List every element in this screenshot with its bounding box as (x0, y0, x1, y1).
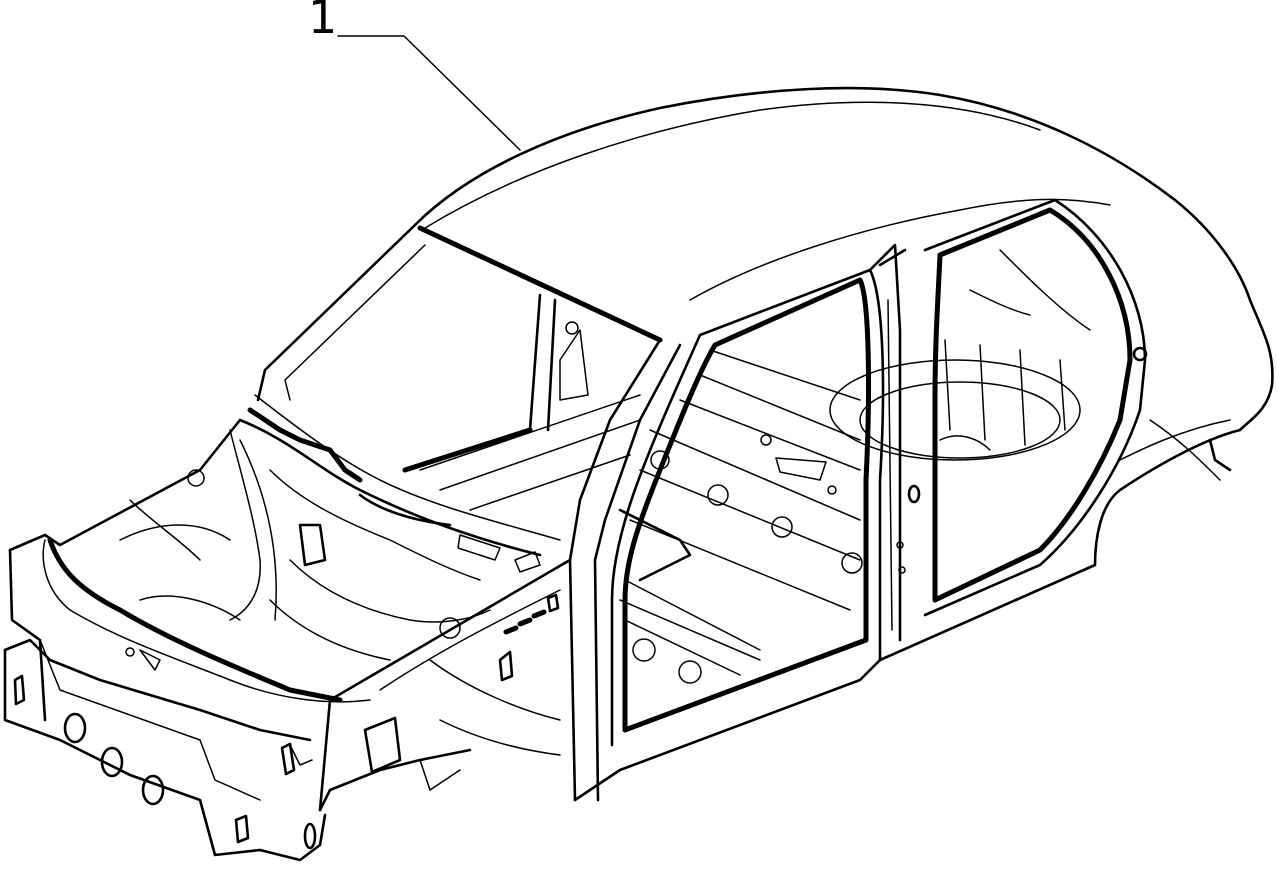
cowl-panel (238, 394, 561, 581)
front-door-opening (610, 268, 885, 747)
engine-bay (119, 429, 491, 661)
rear-door-opening (923, 198, 1147, 617)
roof-outline (413, 86, 1274, 432)
front-structure (3, 418, 371, 857)
windshield-frame (256, 223, 663, 473)
a-pillar (318, 338, 682, 812)
b-pillar (868, 243, 921, 642)
sill (258, 742, 472, 862)
rear-quarter-panel (573, 419, 1242, 802)
floor-pan (419, 349, 863, 684)
callout-label: 1 (308, 0, 338, 44)
rear-interior (829, 249, 1148, 461)
callout-leader-line (337, 35, 521, 151)
